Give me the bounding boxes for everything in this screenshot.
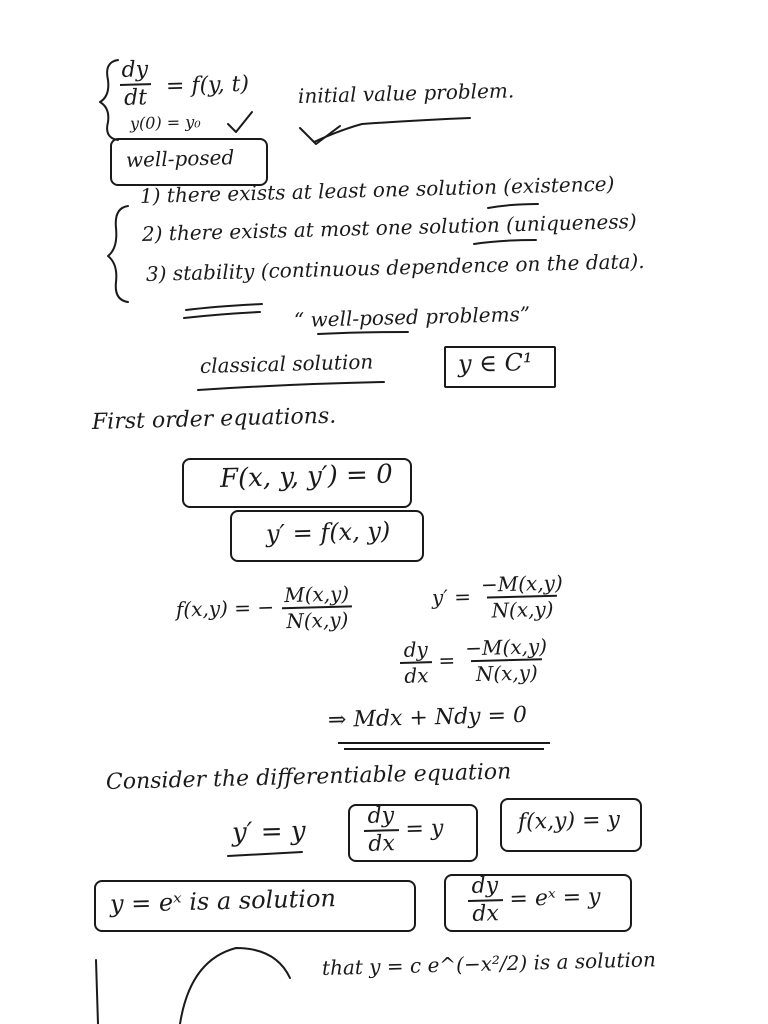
f-definition-lhs: f(x,y) = − xyxy=(175,594,275,622)
solution-underline-2 xyxy=(473,239,537,245)
bottom-partial-arc xyxy=(179,947,291,1024)
ivp-brace xyxy=(99,59,119,141)
classical-solution: classical solution xyxy=(199,349,374,378)
dydx-den: N(x,y) xyxy=(471,658,543,686)
well-posed-underline xyxy=(317,331,409,335)
solution-box xyxy=(94,880,416,932)
implies-double-underline-2 xyxy=(344,748,544,750)
dt-denominator: dt xyxy=(119,83,152,111)
well-posed-problems: “ well-posed problems” xyxy=(293,301,531,332)
check-mark-1 xyxy=(227,111,253,133)
y-in-c1: y ∈ C¹ xyxy=(457,348,533,378)
y-in-c1-box xyxy=(444,346,556,388)
dydx-num-l: dy xyxy=(403,637,429,662)
ivp-initial-condition: y(0) = y₀ xyxy=(129,112,201,133)
check-den: dx xyxy=(467,899,504,927)
yprime-lhs: y′ = xyxy=(431,584,472,610)
dydx-num: −M(x,y) xyxy=(464,634,548,661)
check-equation: dy dx = eˣ = y xyxy=(467,873,601,927)
ivp-rhs: = f(y, t) xyxy=(165,71,250,99)
eq-dydx-den: dx xyxy=(363,829,400,857)
eq1-underline xyxy=(227,851,303,857)
classical-underline xyxy=(197,381,385,391)
eq-dydx-box xyxy=(348,804,478,862)
eq-dydx: dy dx = y xyxy=(363,803,444,857)
general-form-box xyxy=(182,458,412,508)
implies-line: ⇒ Mdx + Ndy = 0 xyxy=(327,702,528,733)
implies-double-underline-1 xyxy=(338,742,550,744)
dy-numerator: dy xyxy=(121,57,149,83)
solution-underline-1 xyxy=(487,203,539,209)
f-definition-den: N(x,y) xyxy=(281,605,353,633)
stability-underline-2 xyxy=(183,311,261,319)
ivp-derivative: dy dt xyxy=(117,57,153,111)
stability-underline-1 xyxy=(185,303,263,311)
eq-dydx-rhs: = y xyxy=(405,815,444,842)
well-posed-box-label: well-posed xyxy=(125,145,235,172)
conditions-brace xyxy=(107,205,129,303)
check-rhs: = eˣ = y xyxy=(509,884,601,912)
yprime-num: −M(x,y) xyxy=(480,570,564,597)
dydx-eq: = xyxy=(438,648,456,673)
general-form: F(x, y, y′) = 0 xyxy=(219,459,394,494)
eq-f-box xyxy=(500,798,642,852)
explicit-form: y′ = f(x, y) xyxy=(265,516,391,548)
solution-statement: y = eˣ is a solution xyxy=(109,884,337,918)
dydx-den-l: dx xyxy=(399,661,433,688)
well-posed-box xyxy=(110,138,268,186)
f-definition-num: M(x,y) xyxy=(283,581,350,608)
eq-yprime-y: y′ = y xyxy=(231,816,306,848)
check-box xyxy=(444,874,632,932)
yprime-definition: y′ = −M(x,y) N(x,y) xyxy=(431,570,567,623)
f-definition: f(x,y) = − M(x,y) N(x,y) xyxy=(175,581,354,634)
ivp-underline xyxy=(313,117,471,143)
check-num: dy xyxy=(471,873,499,899)
ivp-check xyxy=(299,125,341,145)
ivp-label: initial value problem. xyxy=(297,78,515,108)
yprime-den: N(x,y) xyxy=(487,594,558,622)
eq-f: f(x,y) = y xyxy=(517,807,621,835)
eq-dydx-num: dy xyxy=(367,803,395,829)
dydx-definition: dy dx = −M(x,y) N(x,y) xyxy=(399,634,552,688)
bottom-partial-mark xyxy=(95,959,99,1024)
explicit-form-box xyxy=(230,510,424,562)
